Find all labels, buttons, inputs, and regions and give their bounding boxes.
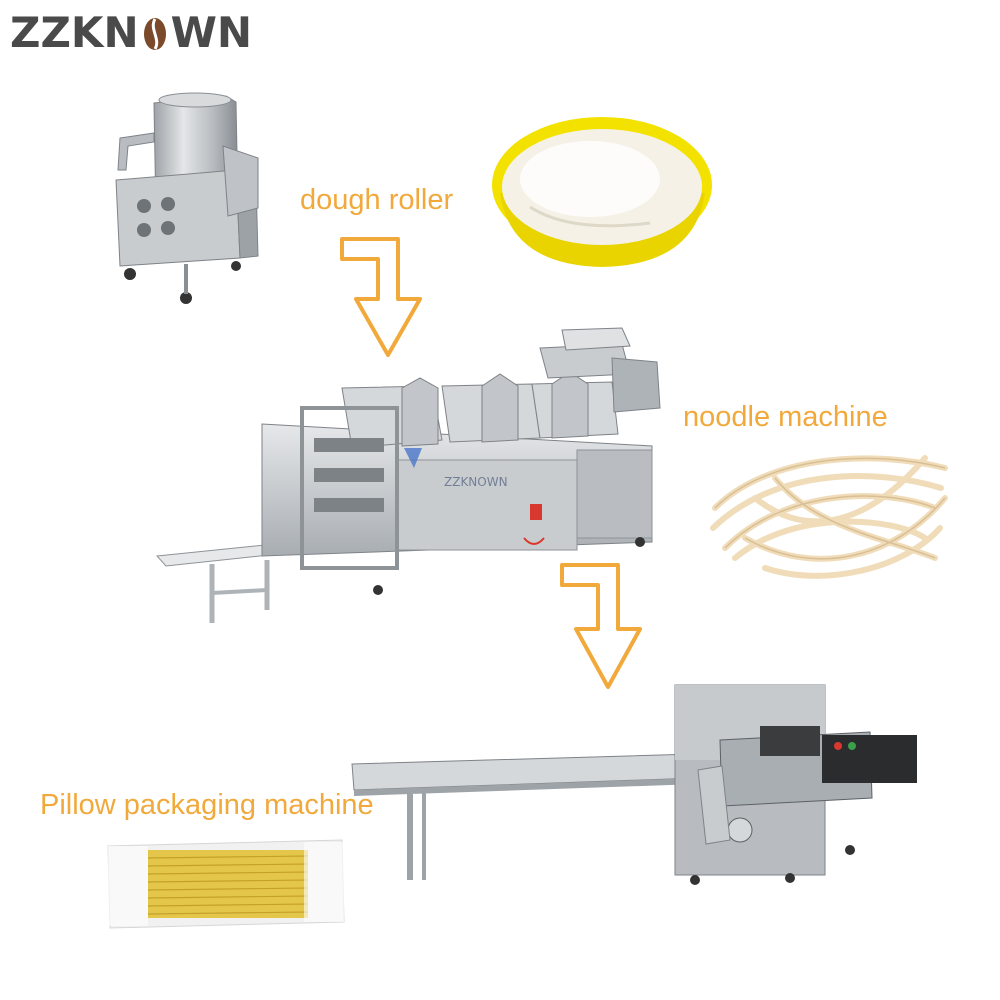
pillow-packaging-machine-image — [351, 684, 917, 885]
noodle-bundle-image — [710, 455, 948, 579]
noodle-machine-label: noodle machine — [683, 401, 888, 433]
process-arrow-down-icon — [340, 237, 422, 357]
process-arrow-down-icon — [560, 563, 642, 689]
dough-roller-label: dough roller — [300, 184, 454, 216]
coffee-bean-icon — [143, 18, 166, 50]
machine-brand-text: ZZKNOWN — [444, 475, 508, 489]
pillow-packaging-machine-label: Pillow packaging machine — [40, 789, 374, 821]
logo-text-left: ZZKN — [10, 8, 139, 57]
brand-logo: ZZKN WN — [10, 6, 252, 60]
dough-bowl-image — [492, 117, 712, 267]
logo-text-right: WN — [170, 8, 253, 57]
dough-mixer-image — [115, 92, 259, 304]
packaged-noodles-image — [107, 839, 345, 929]
noodle-machine-image: ZZKNOWN — [155, 327, 661, 623]
